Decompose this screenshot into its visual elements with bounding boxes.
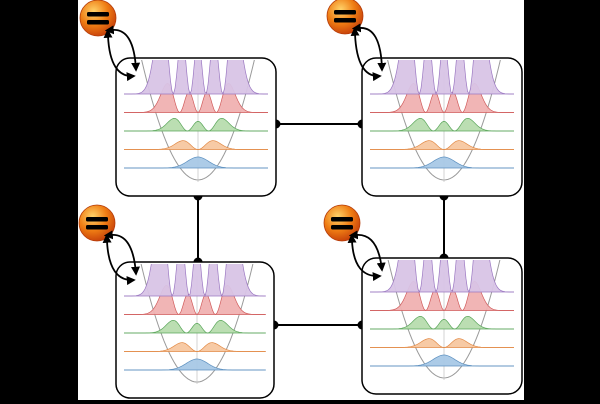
level-0-density <box>370 157 514 168</box>
level-2-density <box>370 118 514 131</box>
level-4-outline <box>370 60 514 96</box>
equals-bar-bottom <box>334 18 356 23</box>
heat-bath-equals-icon <box>326 0 387 82</box>
level-2-density <box>124 320 266 333</box>
heat-bath-equals-icon <box>78 204 140 286</box>
level-0-density <box>124 359 266 370</box>
level-4-density <box>370 260 514 292</box>
equals-bar-top <box>86 217 108 222</box>
oscillator-node-top-left <box>115 57 277 197</box>
level-4-outline <box>124 60 268 96</box>
level-3-outline <box>124 82 268 113</box>
double-curved-arrow-icon <box>347 233 382 282</box>
baths-layer <box>78 0 387 286</box>
level-4-density <box>124 264 266 296</box>
level-3-outline <box>370 280 514 311</box>
level-4-density <box>370 60 514 94</box>
level-0-density <box>124 157 268 168</box>
oscillator-node-bottom-left <box>115 261 275 399</box>
bath-sphere <box>79 0 117 37</box>
node-plot <box>364 260 520 380</box>
level-3-outline <box>370 82 514 113</box>
level-4-density <box>124 60 268 94</box>
equals-bar-top <box>87 12 109 17</box>
level-3-outline <box>124 284 265 315</box>
left-margin <box>0 0 78 400</box>
right-margin <box>524 0 600 400</box>
bath-sphere <box>78 204 116 242</box>
oscillator-node-bottom-right <box>361 257 523 395</box>
heat-bath-equals-icon <box>79 0 141 82</box>
double-curved-arrow-icon <box>350 26 382 82</box>
node-plot <box>118 60 274 182</box>
equals-bar-bottom <box>331 225 353 230</box>
equals-bar-top <box>331 217 353 222</box>
equals-bar-bottom <box>87 20 109 25</box>
bath-sphere <box>326 0 364 35</box>
oscillator-node-top-right <box>361 57 523 197</box>
level-2-density <box>370 316 514 329</box>
nodes-layer <box>115 57 523 399</box>
equals-bar-bottom <box>86 225 108 230</box>
level-4-outline <box>370 260 514 294</box>
node-plot <box>118 264 272 384</box>
equals-bar-top <box>334 10 356 15</box>
double-curved-arrow-icon <box>102 233 136 286</box>
level-0-density <box>370 355 514 366</box>
double-curved-arrow-icon <box>103 28 136 82</box>
level-4-outline <box>124 264 265 298</box>
heat-bath-equals-icon <box>323 204 386 282</box>
bath-sphere <box>323 204 361 242</box>
level-2-density <box>124 118 268 131</box>
node-plot <box>364 60 520 182</box>
